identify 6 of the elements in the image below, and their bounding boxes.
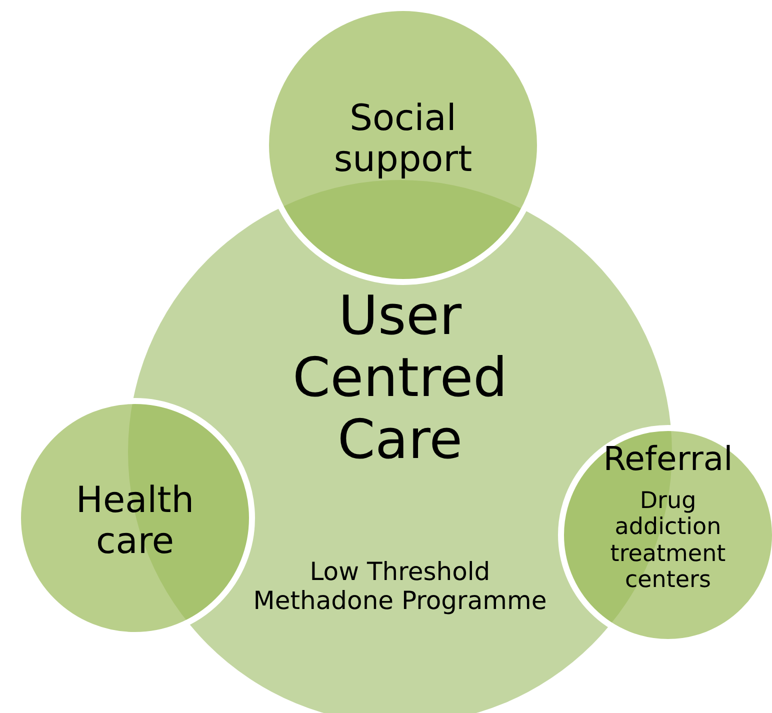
- circle-subtitle: Drug addiction treatment centers: [609, 488, 727, 594]
- circle-title: User Centred Care: [292, 285, 508, 472]
- circle-title: Referral: [603, 440, 733, 478]
- circle-title: Health care: [74, 480, 196, 563]
- circle-subtitle: Low Threshold Methadone Programme: [252, 558, 548, 616]
- circle-title: Social support: [332, 98, 474, 181]
